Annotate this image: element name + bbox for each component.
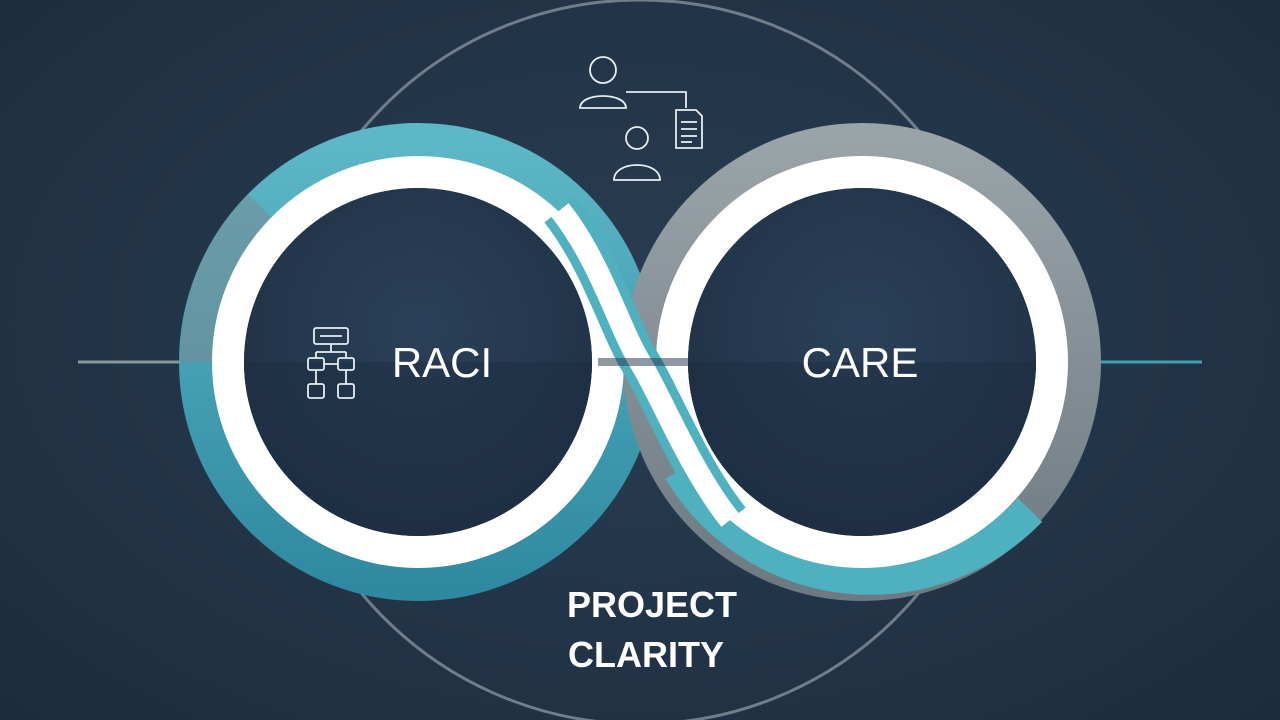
caption-line-2: CLARITY [568,634,724,675]
left-loop [179,123,657,601]
raci-label: RACI [392,339,492,386]
right-loop-center [688,188,1036,536]
org-chart-icon [307,327,355,399]
people-assignment-icon [579,56,703,181]
care-label: CARE [802,339,919,386]
left-loop-center [244,188,592,536]
infinity-crossing [544,197,746,533]
caption-line-1: PROJECT [567,584,737,625]
